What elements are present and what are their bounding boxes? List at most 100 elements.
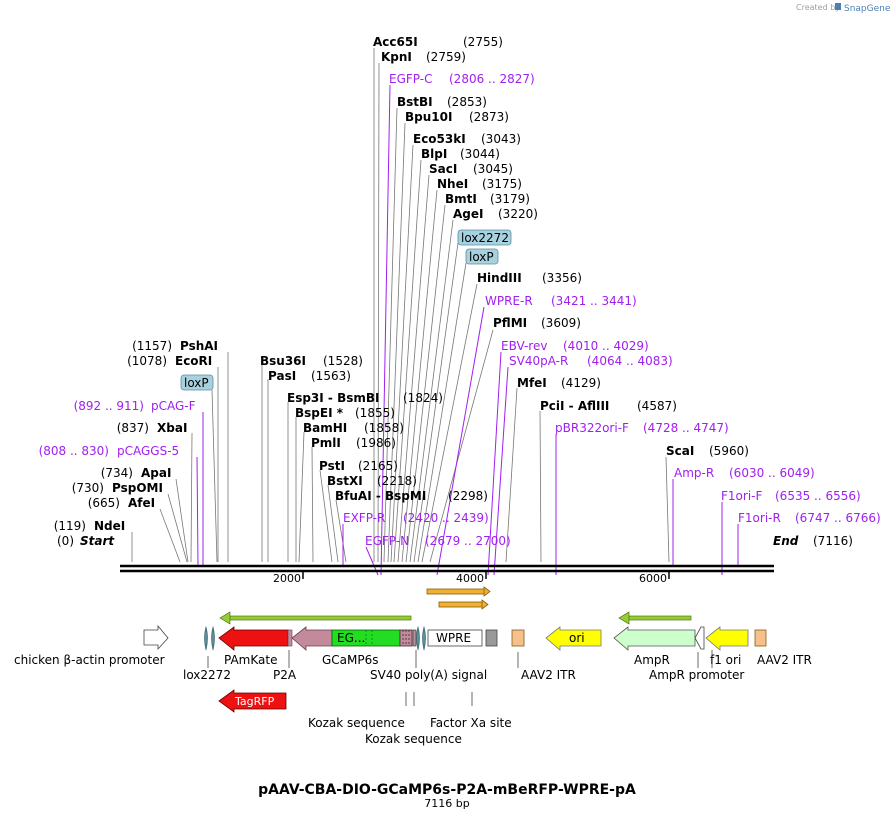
tagrfp-feature[interactable] — [218, 689, 287, 713]
lox-site-feature[interactable] — [204, 625, 208, 651]
start-position: (0) — [57, 534, 74, 548]
primer-egfp-c-label: EGFP-C — [389, 72, 432, 86]
primer-exfp-r-pos: (2420 .. 2439) — [403, 511, 489, 525]
feature-labels: chicken β-actin promoter PAmKate lox2272… — [14, 653, 812, 682]
site-hindiii-pos: (3356) — [542, 271, 582, 285]
loxp-box-top[interactable] — [465, 248, 499, 265]
tagrfp-label: TagRFP — [234, 695, 275, 708]
orf-arrows — [426, 586, 491, 610]
site-bstxi-label: BstXI — [327, 474, 363, 488]
lox2272-box[interactable] — [457, 229, 512, 246]
sv40-polya-feature[interactable] — [485, 629, 498, 647]
wpre-feature[interactable] — [427, 629, 483, 647]
site-afei-pos: (665) — [88, 496, 120, 510]
primer-pbr322ori-f-label: pBR322ori-F — [555, 421, 629, 435]
ampr-promoter-label: AmpR promoter — [649, 668, 744, 682]
primer-leader-lines — [196, 84, 739, 576]
aav2-itr-right-feature[interactable] — [511, 629, 525, 647]
wpre-feature-label: WPRE — [436, 631, 471, 645]
cba-promoter-feature[interactable] — [143, 624, 169, 651]
lox2272-box-label: lox2272 — [461, 231, 509, 245]
site-pspomi-label: PspOMI — [112, 481, 163, 495]
pamkate-feature[interactable] — [218, 626, 289, 651]
plasmid-title: pAAV-CBA-DIO-GCaMP6s-P2A-mBeRFP-WPRE-pA — [258, 782, 636, 798]
site-pasi-label: PasI — [268, 369, 296, 383]
p2a-label: P2A — [273, 668, 297, 682]
site-blpi-label: BlpI — [421, 147, 447, 161]
created-by-text: Created by — [796, 3, 840, 12]
site-agei-pos: (3220) — [498, 207, 538, 221]
sv40-polya-label: SV40 poly(A) signal — [370, 668, 487, 682]
site-mfei-label: MfeI — [517, 376, 547, 390]
factor-xa-site-label: Factor Xa site — [430, 716, 512, 730]
site-agei-label: AgeI — [453, 207, 483, 221]
leader-lines — [131, 48, 670, 563]
site-psti-pos: (2165) — [358, 459, 398, 473]
site-hindiii-label: HindIII — [477, 271, 522, 285]
end-position: (7116) — [813, 534, 853, 548]
ruler-tick-2000: 2000 — [273, 572, 301, 585]
cba-promoter-label: chicken β-actin promoter — [14, 653, 165, 667]
site-scai-pos: (5960) — [709, 444, 749, 458]
site-bamhi-label: BamHI — [303, 421, 347, 435]
aav2-itr-left-feature[interactable] — [754, 629, 767, 647]
site-nhei-label: NheI — [437, 177, 468, 191]
site-blpi-pos: (3044) — [460, 147, 500, 161]
site-acc65i-label: Acc65I — [373, 35, 418, 49]
site-bmti-pos: (3179) — [490, 192, 530, 206]
primer-sv40pa-r-pos: (4064 .. 4083) — [587, 354, 673, 368]
primer-amp-r-label: Amp-R — [674, 466, 714, 480]
primer-egfp-n-pos: (2679 .. 2700) — [425, 534, 511, 548]
primer-pcaggs-5-pos: (808 .. 830) — [39, 444, 109, 458]
gcamp6s-feature[interactable] — [291, 626, 333, 651]
site-xbai-label: XbaI — [157, 421, 187, 435]
primer-f1ori-r-label: F1ori-R — [738, 511, 781, 525]
site-saci-pos: (3045) — [473, 162, 513, 176]
site-bpu10i-label: Bpu10I — [405, 110, 452, 124]
end-label: End — [773, 534, 799, 548]
f1-ori-feature[interactable] — [705, 626, 749, 651]
ampr-feature[interactable] — [613, 626, 696, 651]
primer-f1ori-f-pos: (6535 .. 6556) — [775, 489, 861, 503]
site-ndei-label: NdeI — [94, 519, 125, 533]
top-cluster-labels: Acc65I (2755) KpnI (2759) EGFP-C (2806 .… — [373, 35, 881, 525]
ruler-tick-6000: 6000 — [639, 572, 667, 585]
primer-f1ori-r-pos: (6747 .. 6766) — [795, 511, 881, 525]
left-cluster-labels: (1157) PshAI (1078) EcoRI loxP (892 .. 9… — [39, 339, 218, 533]
feature-track: EG... WPRE ori — [143, 624, 767, 651]
site-bamhi-pos: (1858) — [364, 421, 404, 435]
primer-ebv-rev-pos: (4010 .. 4029) — [563, 339, 649, 353]
lox2272-label: lox2272 — [183, 668, 231, 682]
primer-wpre-r-label: WPRE-R — [485, 294, 533, 308]
site-pflmi-label: PflMI — [493, 316, 527, 330]
site-ecori-label: EcoRI — [175, 354, 212, 368]
ruler-tick-4000: 4000 — [456, 572, 484, 585]
primer-pcag-f-pos: (892 .. 911) — [74, 399, 144, 413]
site-pcii-afliii-label: PciI - AflIII — [540, 399, 609, 413]
orientation-arrows — [219, 611, 692, 625]
ampr-label: AmpR — [634, 653, 670, 667]
loxp-site-feature[interactable] — [416, 625, 420, 651]
site-pmli-label: PmlI — [311, 436, 341, 450]
site-pasi-pos: (1563) — [311, 369, 351, 383]
primer-f1ori-f-label: F1ori-F — [721, 489, 762, 503]
loxp-box-left-label: loxP — [184, 376, 209, 390]
f1-ori-label: f1 ori — [710, 653, 741, 667]
lox-site-feature[interactable] — [211, 625, 215, 651]
lox2272-site-feature[interactable] — [422, 625, 426, 651]
kozak-sequence-label-1: Kozak sequence — [308, 716, 405, 730]
plasmid-length: 7116 bp — [424, 797, 469, 810]
gcamp6s-label: GCaMP6s — [322, 653, 379, 667]
loxp-box-left[interactable] — [180, 374, 214, 391]
site-esp3i-bsmbi-label: Esp3I - BsmBI — [287, 391, 379, 405]
site-pcii-afliii-pos: (4587) — [637, 399, 677, 413]
start-label: Start — [80, 534, 115, 548]
site-pshai-label: PshAI — [180, 339, 218, 353]
kozak-sequence-label-2: Kozak sequence — [365, 732, 462, 746]
site-bmti-label: BmtI — [445, 192, 477, 206]
ori-feature[interactable] — [545, 626, 602, 651]
ampr-promoter-feature[interactable] — [694, 626, 705, 650]
site-eco53ki-pos: (3043) — [481, 132, 521, 146]
primer-pcaggs-5-label: pCAGGS-5 — [117, 444, 179, 458]
site-bspei-pos: (1855) — [355, 406, 395, 420]
